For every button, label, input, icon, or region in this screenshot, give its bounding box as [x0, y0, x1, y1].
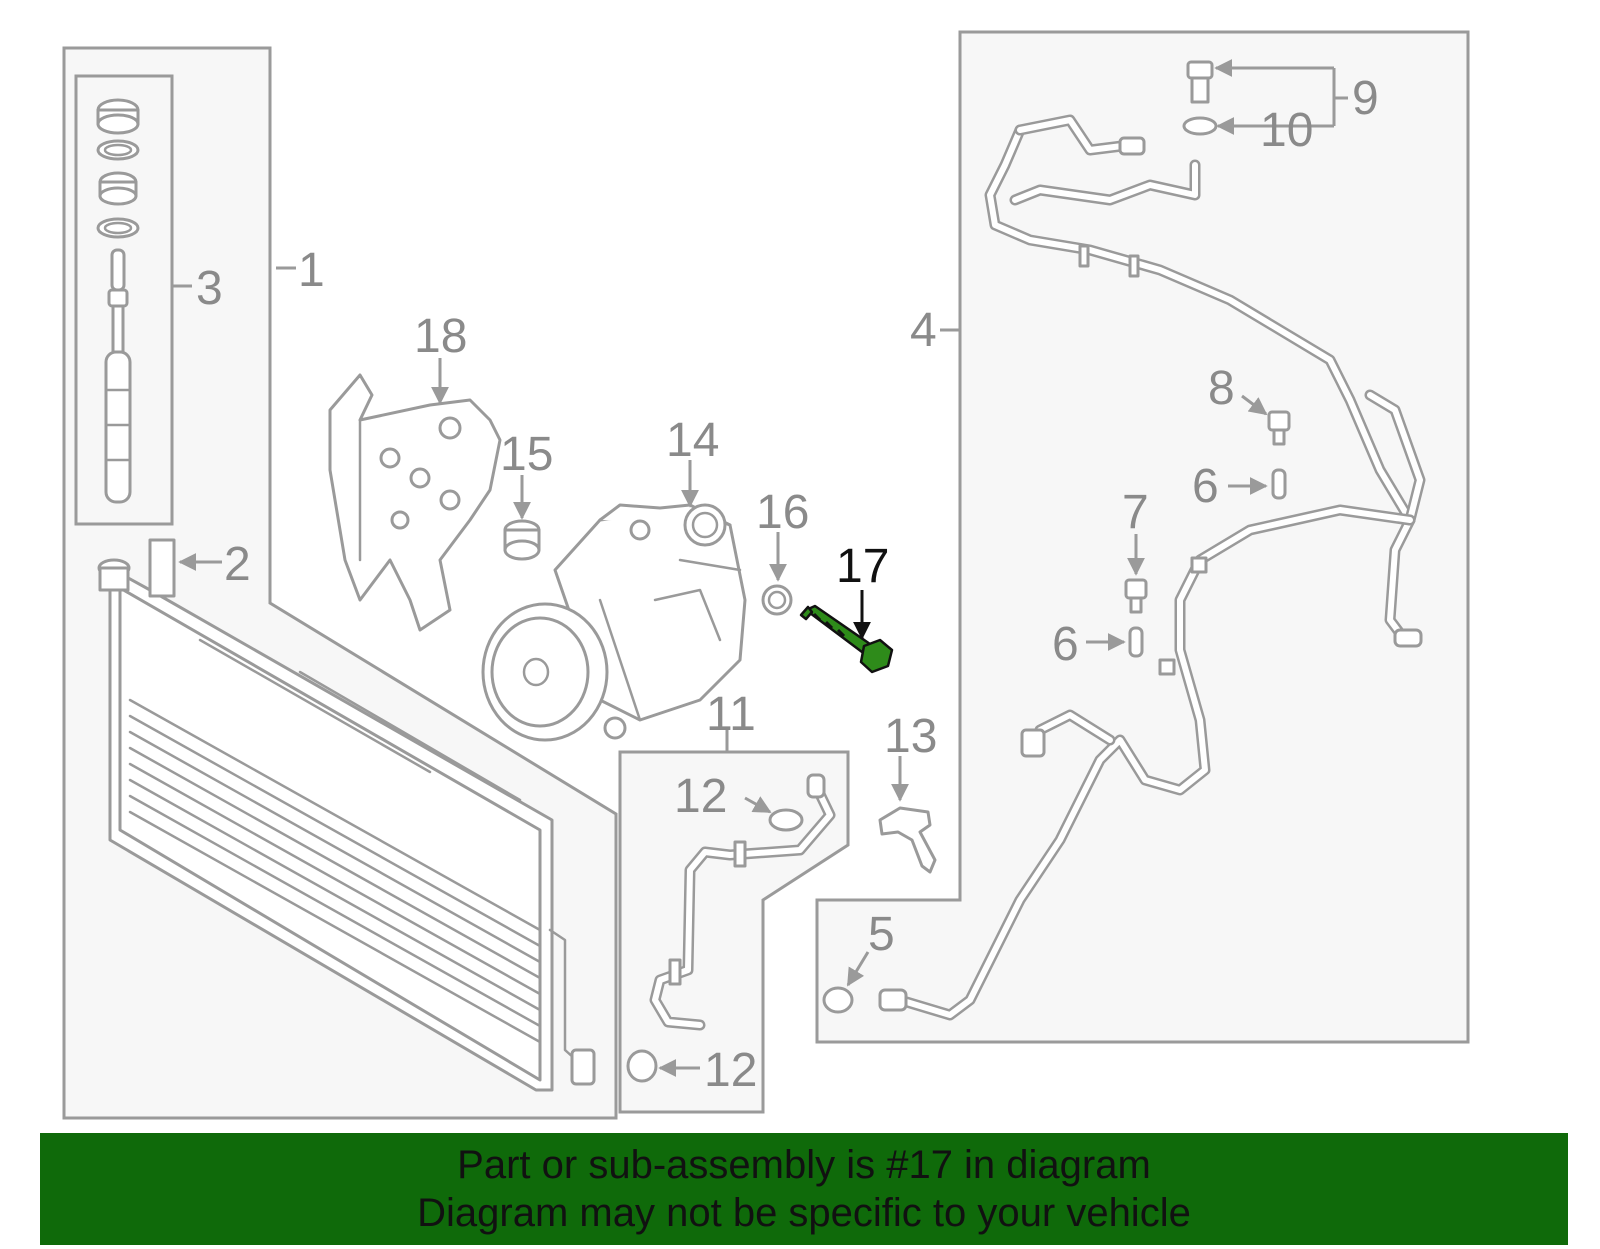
callout-7: 7 — [1122, 486, 1149, 539]
discharge-o-ring-lower — [626, 1049, 658, 1083]
group-box-hoses — [815, 30, 1470, 1044]
callout-16: 16 — [756, 486, 809, 539]
compressor-bushing — [503, 519, 541, 561]
leader-8 — [1241, 394, 1268, 416]
callout-3: 3 — [196, 262, 223, 315]
ac-compressor — [481, 503, 747, 742]
callout-8: 8 — [1208, 362, 1235, 415]
compressor-o-ring — [761, 584, 793, 616]
callout-10: 10 — [1260, 104, 1313, 157]
info-banner: Part or sub-assembly is #17 in diagram D… — [40, 1133, 1568, 1245]
line-bracket-clip — [878, 806, 937, 874]
callout-6-upper: 6 — [1192, 460, 1219, 513]
service-valve-lower — [1124, 578, 1148, 614]
service-valve-upper — [1267, 410, 1291, 446]
callout-2: 2 — [224, 538, 251, 591]
callout-9: 9 — [1352, 72, 1379, 125]
callout-11: 11 — [706, 688, 756, 741]
drier-cartridge — [104, 248, 132, 504]
valve-cap-lower — [1128, 626, 1144, 658]
callout-12-lower: 12 — [704, 1044, 757, 1097]
callout-4: 4 — [910, 304, 937, 357]
callout-15: 15 — [500, 428, 553, 481]
callout-14: 14 — [666, 414, 719, 467]
pressure-switch — [1186, 60, 1214, 104]
callout-6-lower: 6 — [1052, 618, 1079, 671]
condenser — [97, 558, 596, 1092]
callout-18: 18 — [414, 310, 467, 363]
suction-hose-assembly — [878, 114, 1426, 1021]
callout-1: 1 — [298, 244, 325, 297]
callout-17-highlighted: 17 — [836, 540, 889, 593]
drier-kit-seals — [96, 98, 140, 239]
callout-12-upper: 12 — [674, 770, 727, 823]
banner-line-disclaimer: Diagram may not be specific to your vehi… — [417, 1191, 1191, 1235]
switch-washer — [1182, 116, 1218, 136]
receiver-drier-bottle — [148, 538, 176, 598]
compressor-bolt-highlighted — [799, 604, 894, 674]
suction-o-ring — [822, 986, 854, 1014]
callout-13: 13 — [884, 710, 937, 763]
banner-line-part: Part or sub-assembly is #17 in diagram — [457, 1143, 1151, 1187]
leader-12a — [744, 796, 772, 814]
callout-5: 5 — [868, 908, 895, 961]
leader-5 — [846, 951, 870, 987]
valve-cap-upper — [1271, 468, 1287, 500]
compressor-bracket — [328, 373, 502, 632]
discharge-o-ring-upper — [768, 808, 804, 832]
discharge-line — [649, 773, 836, 1031]
